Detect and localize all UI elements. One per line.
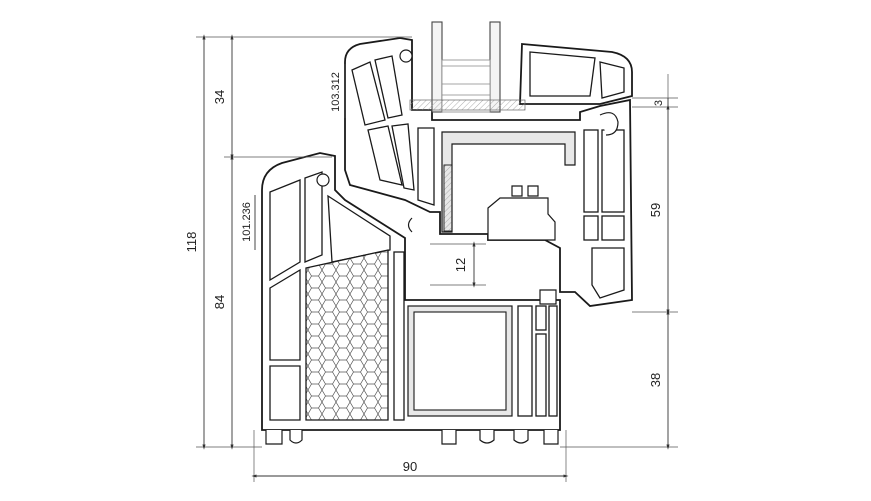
dim-sash-diagonal: 103.312 (330, 72, 342, 112)
dim-frame-diagonal: 101.236 (241, 202, 253, 242)
sash-profile (344, 37, 633, 307)
dim-right-top: 3 (653, 100, 665, 106)
frame-profile (261, 152, 561, 445)
dim-upper-height: 34 (212, 90, 227, 104)
glazing-unit (409, 21, 526, 113)
dim-right-bottom: 38 (648, 373, 663, 387)
dim-total-height: 118 (184, 232, 199, 253)
dimension-lines (196, 34, 678, 482)
dim-width: 90 (403, 459, 417, 474)
dim-rebate: 12 (453, 258, 468, 272)
dim-right-middle: 59 (648, 203, 663, 217)
dim-lower-height: 84 (212, 295, 227, 309)
